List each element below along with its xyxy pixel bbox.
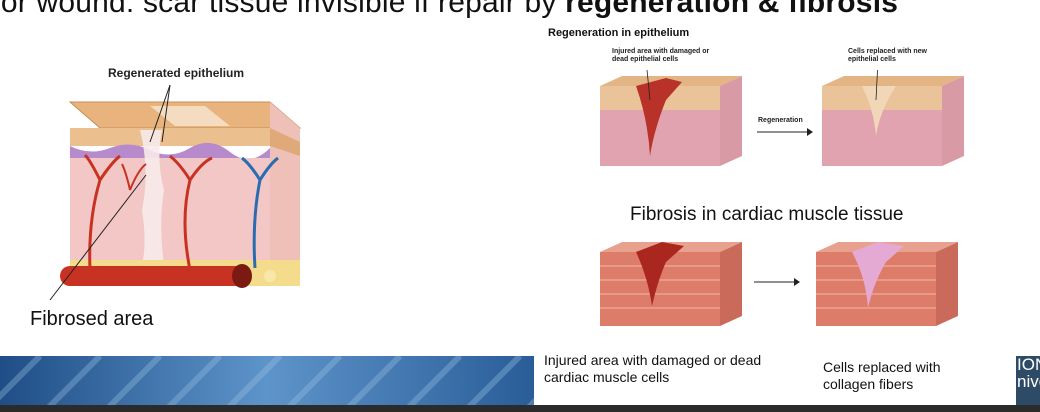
injured-cardiac-label: Injured area with damaged or dead cardia… xyxy=(544,352,762,385)
bottom-rule xyxy=(0,405,1040,412)
regeneration-arrow xyxy=(757,128,813,136)
logo-line2: nive xyxy=(1017,372,1040,391)
epithelium-regenerated-block xyxy=(822,70,964,166)
footer-banner xyxy=(0,356,534,412)
fibrosed-area-label: Fibrosed area xyxy=(30,308,154,330)
injured-epithelium-label: Injured area with damaged or dead epithe… xyxy=(612,48,710,63)
logo-line1: ION xyxy=(1017,356,1040,374)
cardiac-fibrosed-block xyxy=(816,242,958,326)
university-logo: ION nive xyxy=(1016,356,1040,406)
regenerated-epithelium-label: Regenerated epithelium xyxy=(108,66,245,80)
regeneration-arrow-label: Regeneration xyxy=(758,117,803,124)
cardiac-injured-block xyxy=(600,242,742,326)
slide-title: jor wound: scar tissue invisible if repa… xyxy=(0,0,898,20)
slide-title-plain: jor wound: scar tissue invisible if repa… xyxy=(0,0,566,19)
replaced-epithelium-label: Cells replaced with new epithelial cells xyxy=(848,48,927,63)
regeneration-heading: Regeneration in epithelium xyxy=(548,27,690,39)
slide-title-bold: regeneration & fibrosis xyxy=(565,0,899,19)
skin-block-illustration xyxy=(49,84,302,301)
collagen-label: Cells replaced with collagen fibers xyxy=(823,359,941,392)
epithelium-injured-block xyxy=(600,70,742,166)
fibrosis-heading: Fibrosis in cardiac muscle tissue xyxy=(630,204,904,225)
fibrosis-arrow xyxy=(754,278,800,286)
